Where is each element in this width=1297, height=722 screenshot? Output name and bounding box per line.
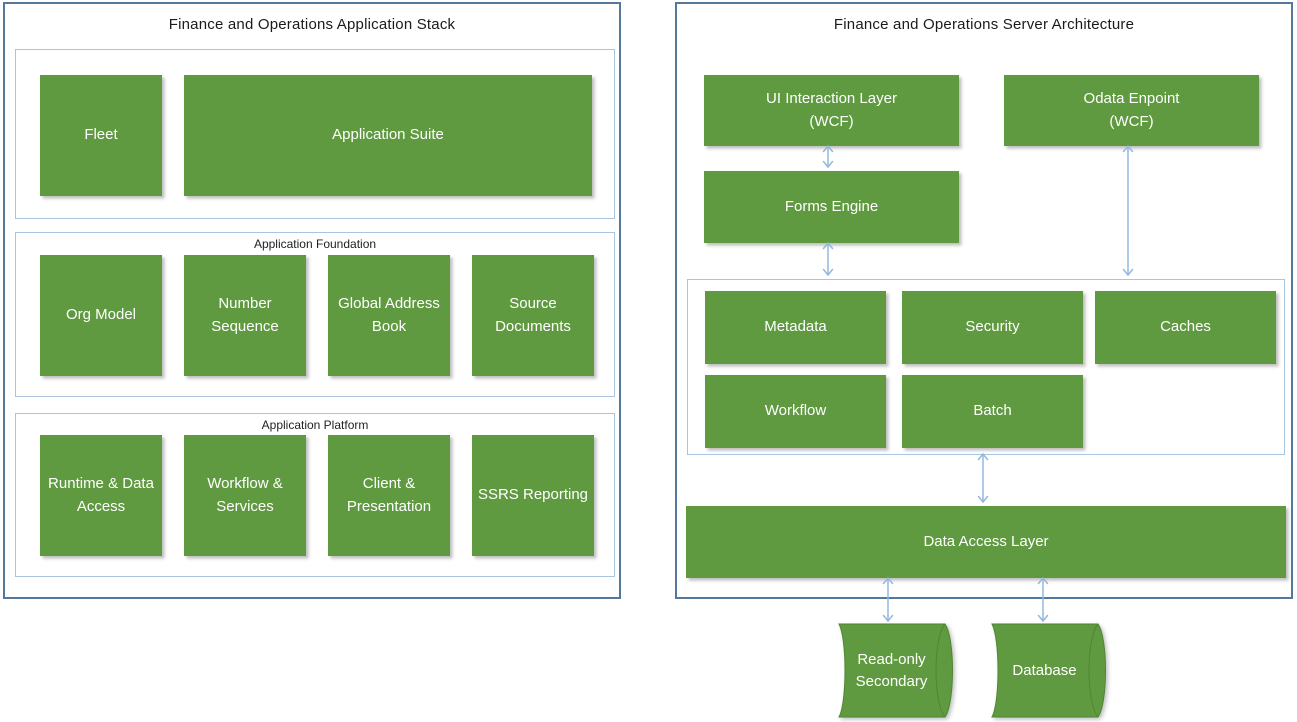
application-stack-panel: Finance and Operations Application Stack… [3, 2, 621, 599]
ui-interaction-layer-box: UI Interaction Layer (WCF) [704, 75, 959, 146]
application-stack-title: Finance and Operations Application Stack [168, 16, 456, 33]
cylinder-shape [991, 623, 1106, 718]
forms-engine-box: Forms Engine [704, 171, 959, 243]
global-address-book-box: Global Address Book [328, 255, 450, 376]
application-foundation-section: Application Foundation Org Model Number … [15, 232, 615, 397]
server-core-container: Metadata Security Caches Workflow Batch [687, 279, 1285, 455]
read-only-secondary-cylinder: Read-only Secondary [838, 623, 964, 718]
batch-box: Batch [902, 375, 1083, 448]
application-platform-label: Application Platform [261, 418, 369, 432]
runtime-data-access-box: Runtime & Data Access [40, 435, 162, 556]
application-suite-box: Application Suite [184, 75, 592, 196]
metadata-box: Metadata [705, 291, 886, 364]
client-presentation-box: Client & Presentation [328, 435, 450, 556]
database-cylinder: Database [991, 623, 1117, 718]
server-architecture-panel: Finance and Operations Server Architectu… [675, 2, 1293, 599]
fleet-box: Fleet [40, 75, 162, 196]
cylinder-shape [838, 623, 953, 718]
application-suite-section: Fleet Application Suite [15, 49, 615, 219]
source-documents-box: Source Documents [472, 255, 594, 376]
application-platform-section: Application Platform Runtime & Data Acce… [15, 413, 615, 577]
server-architecture-title: Finance and Operations Server Architectu… [833, 16, 1135, 33]
caches-box: Caches [1095, 291, 1276, 364]
ssrs-reporting-box: SSRS Reporting [472, 435, 594, 556]
number-sequence-box: Number Sequence [184, 255, 306, 376]
security-box: Security [902, 291, 1083, 364]
org-model-box: Org Model [40, 255, 162, 376]
workflow-box: Workflow [705, 375, 886, 448]
data-access-layer-box: Data Access Layer [686, 506, 1286, 578]
workflow-services-box: Workflow & Services [184, 435, 306, 556]
read-only-secondary-label: Read-only Secondary [855, 650, 928, 690]
application-foundation-label: Application Foundation [253, 237, 377, 251]
database-label: Database [1012, 661, 1077, 679]
odata-endpoint-box: Odata Enpoint (WCF) [1004, 75, 1259, 146]
